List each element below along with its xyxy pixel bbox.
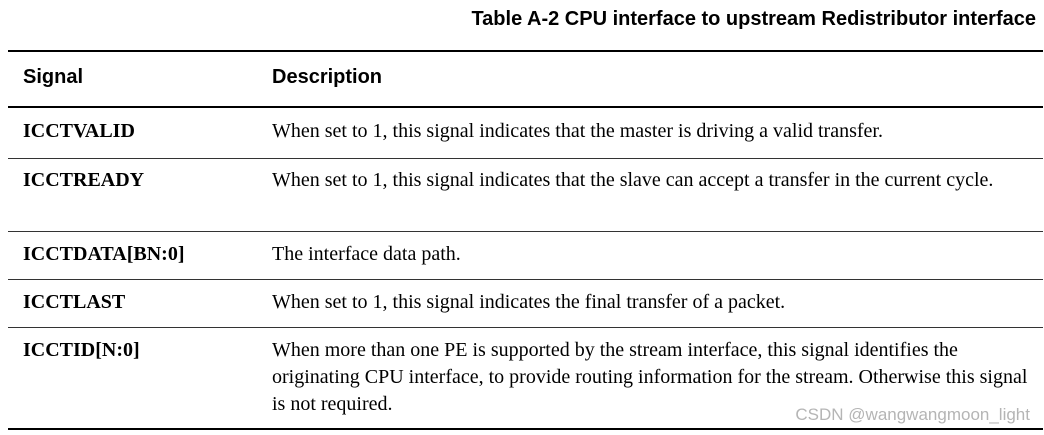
table-caption: Table A-2 CPU interface to upstream Redi… [471, 8, 1036, 30]
row-divider [8, 231, 1043, 232]
row-divider [8, 279, 1043, 280]
header-signal: Signal [23, 66, 84, 88]
signal-name: ICCTLAST [23, 291, 126, 313]
signal-name: ICCTID[N:0] [23, 339, 140, 361]
watermark: CSDN @wangwangmoon_light [795, 405, 1030, 424]
row-divider [8, 158, 1043, 159]
signal-description: When set to 1, this signal indicates tha… [272, 120, 883, 142]
signal-name: ICCTVALID [23, 120, 135, 142]
signal-name: ICCTDATA[BN:0] [23, 243, 185, 265]
header-bottom-rule [8, 106, 1043, 108]
signal-description: When more than one PE is supported by th… [272, 339, 1028, 415]
signal-description: The interface data path. [272, 243, 461, 265]
signal-description: When set to 1, this signal indicates tha… [272, 169, 994, 191]
signal-description: When set to 1, this signal indicates the… [272, 291, 786, 313]
table-top-rule [8, 50, 1043, 52]
row-divider [8, 327, 1043, 328]
signal-name: ICCTREADY [23, 169, 145, 191]
header-description: Description [272, 66, 383, 88]
table-bottom-rule [8, 428, 1043, 430]
